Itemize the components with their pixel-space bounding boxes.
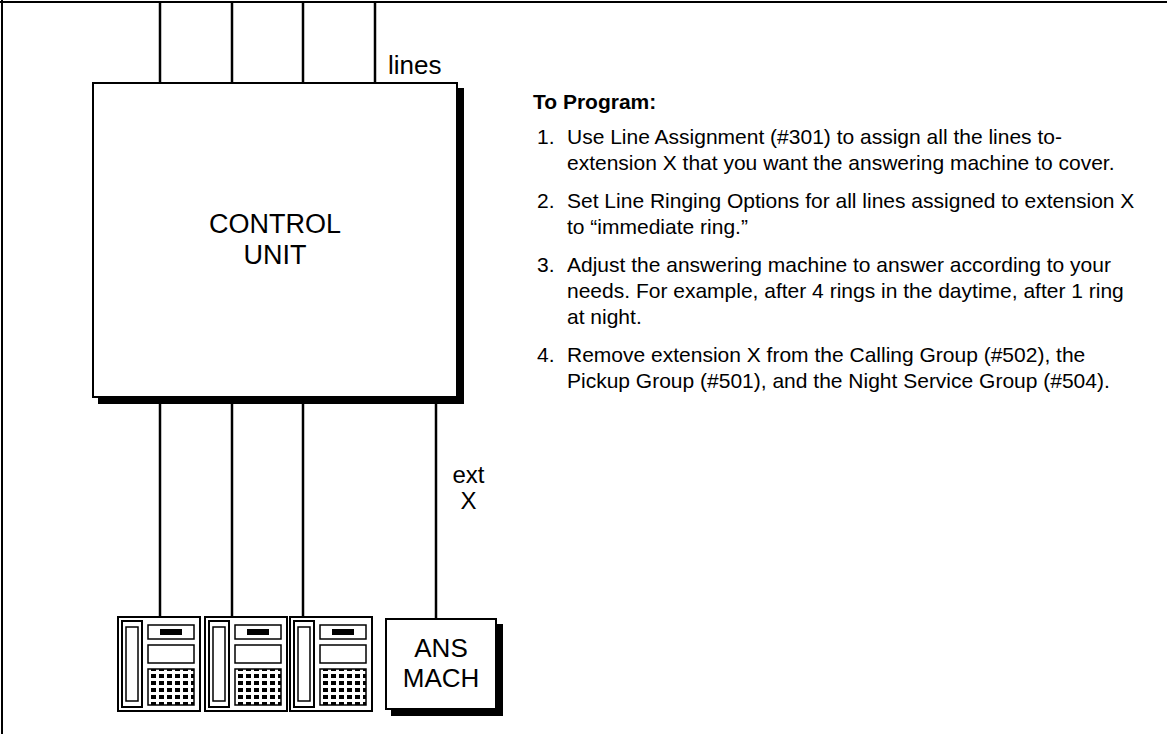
step-number: 2. [537, 188, 555, 214]
extension-wire [435, 398, 438, 618]
telephone-icons [118, 617, 372, 711]
edge-label: ext X [442, 462, 495, 515]
extension-wires [160, 398, 303, 617]
line-wires [160, 3, 375, 84]
instructions-heading: To Program: [533, 89, 656, 115]
node-label: ANS MACH [391, 634, 491, 694]
step-number: 3. [537, 252, 555, 278]
wire-label: lines [388, 52, 441, 78]
control-unit-box: CONTROL UNIT [92, 82, 458, 398]
node-label: CONTROL UNIT [190, 209, 360, 271]
step-text: Use Line Assignment (#301) to assign all… [567, 124, 1142, 176]
answering-machine-box: ANS MACH [385, 618, 497, 710]
step-number: 1. [537, 124, 555, 150]
step-number: 4. [537, 342, 555, 368]
step-text: Remove extension X from the Calling Grou… [567, 342, 1142, 394]
step-text: Adjust the answering machine to answer a… [567, 252, 1142, 330]
step-text: Set Line Ringing Options for all lines a… [567, 188, 1142, 240]
